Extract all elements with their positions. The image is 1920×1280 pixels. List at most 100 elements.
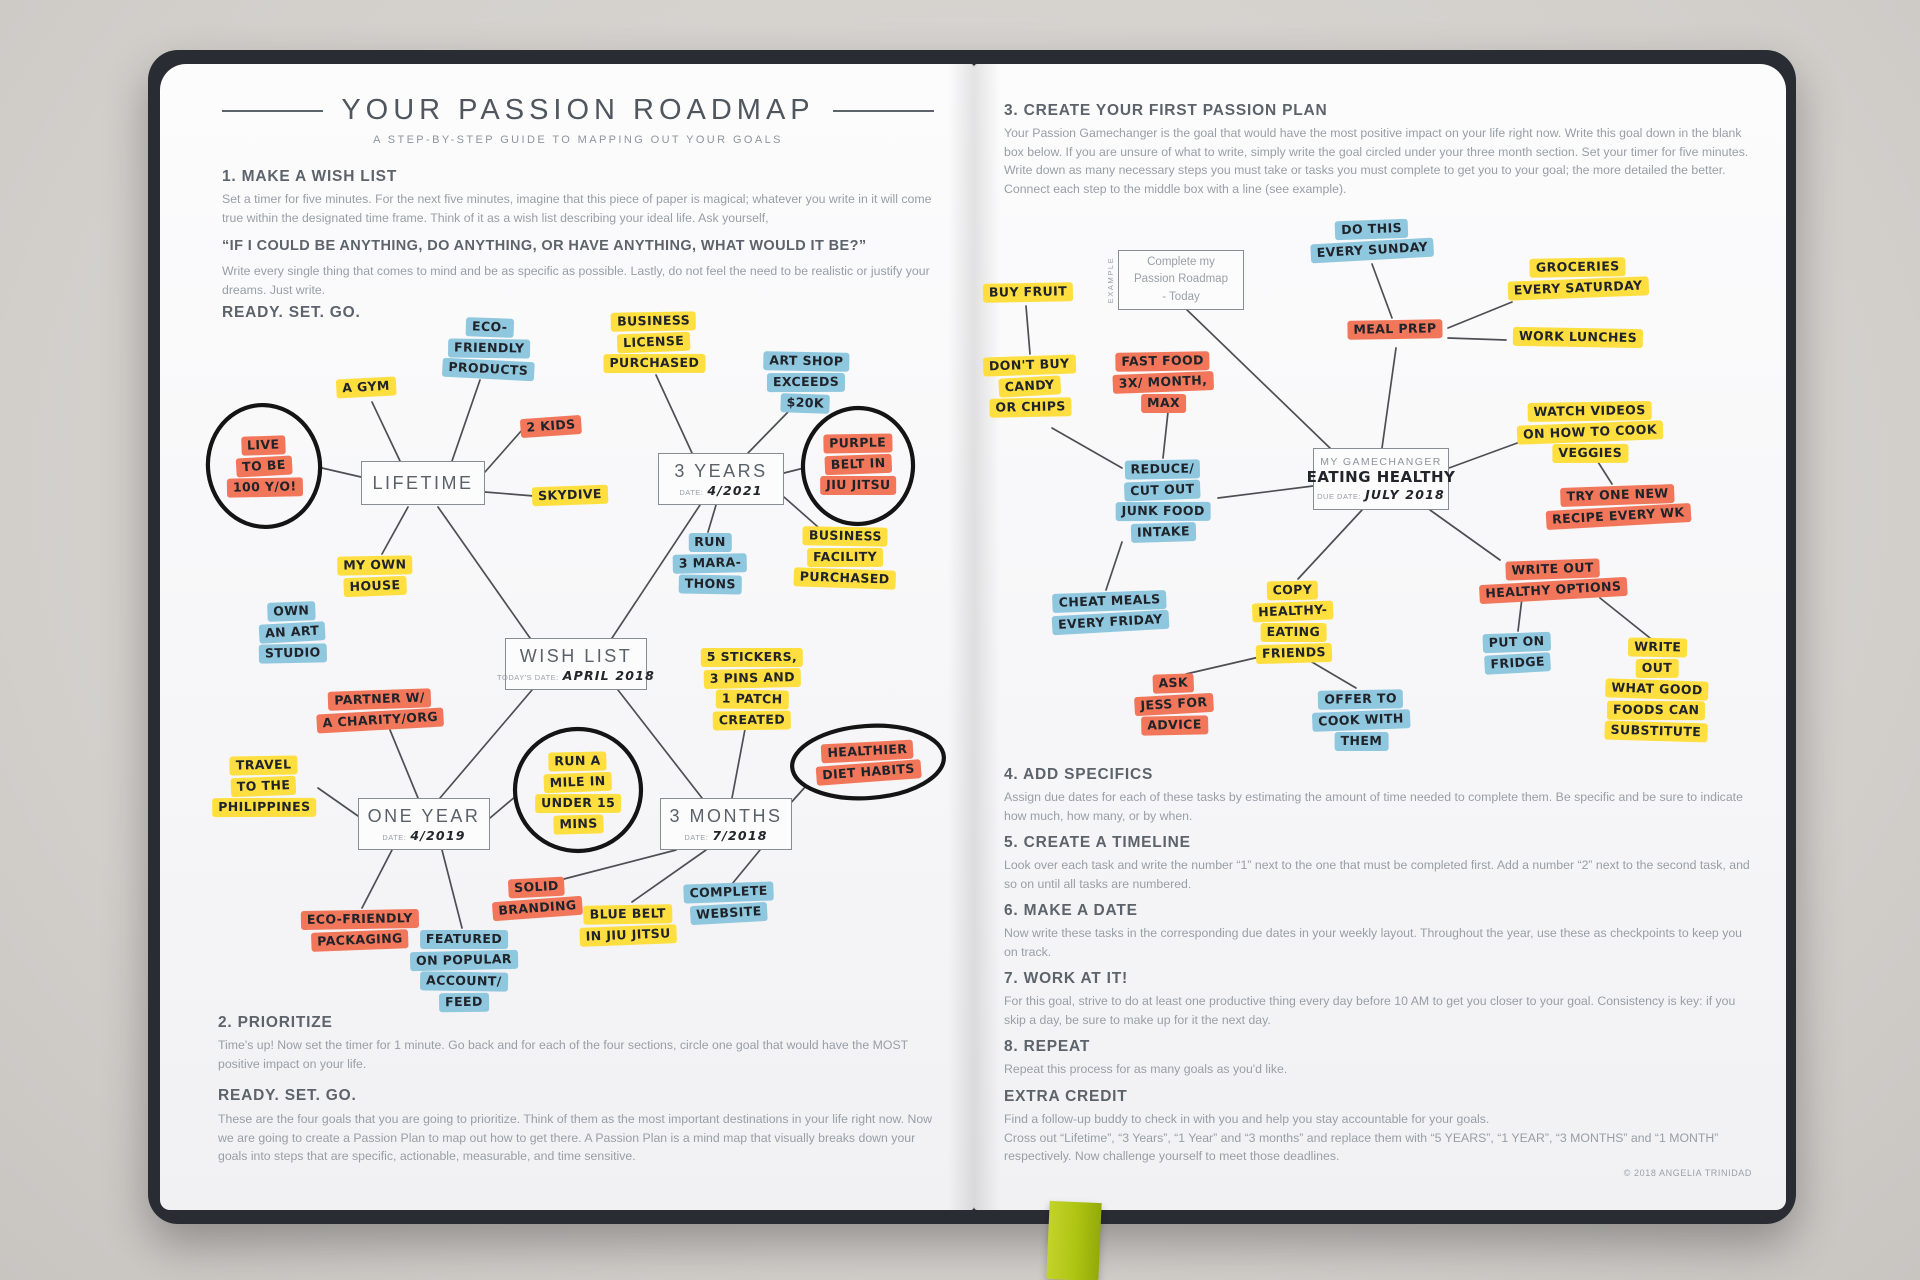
copy-healthy-friends-highlight-line: COPY: [1266, 580, 1319, 601]
art-shop-highlight-line: EXCEEDS: [766, 372, 846, 393]
copy-healthy-friends-highlight-line: HEALTHY-: [1251, 600, 1334, 623]
ask-jess-highlight-line: JESS FOR: [1134, 692, 1214, 717]
run-a-mile-highlight-line: RUN A: [548, 751, 607, 772]
title-rule-left: [222, 109, 324, 112]
section-1-ready-set-go: READY. SET. GO.: [222, 304, 361, 321]
write-out-what-foods-highlight-line: FOODS CAN: [1607, 700, 1706, 721]
section-8-heading: 8. REPEAT: [1004, 1038, 1091, 1055]
two-kids-highlight-line: 2 KIDS: [519, 414, 583, 439]
my-own-house-highlight-line: MY OWN: [337, 555, 413, 576]
page-title: YOUR PASSION ROADMAP: [341, 94, 815, 126]
run-3-marathons-highlight-line: THONS: [678, 574, 742, 595]
two-kids-label: 2 KIDS: [519, 414, 583, 439]
fast-food-max-highlight-line: 3X/ MONTH,: [1112, 371, 1214, 394]
three-years-box-date-value: 4/2021: [707, 482, 763, 498]
business-license-highlight-line: BUSINESS: [610, 311, 697, 332]
featured-account-highlight-line: FEED: [439, 992, 489, 1013]
dont-buy-candy-highlight-line: CANDY: [998, 375, 1062, 398]
do-this-every-sunday-highlight-line: EVERY SUNDAY: [1310, 237, 1435, 264]
dont-buy-candy-highlight-line: OR CHIPS: [989, 397, 1073, 418]
example-box-line: Complete my: [1147, 256, 1215, 268]
dont-buy-candy-highlight-line: DON'T BUY: [982, 354, 1076, 377]
gamechanger-box-date-value: JULY 2018: [1365, 487, 1445, 502]
section-2-heading: 2. PRIORITIZE: [218, 1014, 333, 1031]
write-out-healthy-options-highlight-line: HEALTHY OPTIONS: [1478, 576, 1628, 605]
ask-jess-highlight-line: ASK: [1152, 673, 1195, 694]
a-gym-highlight-line: A GYM: [335, 376, 397, 399]
five-stickers-highlight-line: 1 PATCH: [715, 689, 789, 710]
three-months-box-date-label: DATE:: [684, 832, 709, 842]
business-facility-highlight-line: PURCHASED: [793, 567, 896, 590]
fast-food-max-highlight-line: MAX: [1140, 393, 1186, 414]
section-5-heading: 5. CREATE A TIMELINE: [1004, 834, 1191, 851]
skydive-highlight-line: SKYDIVE: [531, 484, 609, 507]
one-year-box-date-label: DATE:: [382, 832, 407, 842]
copyright-notice: © 2018 ANGELIA TRINIDAD: [1623, 1168, 1752, 1178]
groceries-every-saturday-highlight-line: GROCERIES: [1529, 257, 1626, 278]
watch-videos-highlight-line: ON HOW TO COOK: [1516, 420, 1664, 445]
offer-to-cook-highlight-line: COOK WITH: [1311, 709, 1411, 732]
write-out-what-foods-highlight-line: OUT: [1636, 658, 1679, 679]
eco-friendly-products-highlight-line: ECO-: [465, 317, 514, 338]
groceries-every-saturday-highlight-line: EVERY SATURDAY: [1507, 276, 1649, 301]
section-3-heading: 3. CREATE YOUR FIRST PASSION PLAN: [1004, 102, 1328, 119]
section-6-paragraph: Now write these tasks in the correspondi…: [1004, 926, 1743, 959]
offer-to-cook-highlight-line: THEM: [1334, 731, 1389, 752]
featured-account-highlight-line: FEATURED: [419, 930, 509, 949]
write-out-what-foods-highlight-line: WRITE: [1628, 637, 1688, 658]
example-box-line: - Today: [1162, 290, 1200, 303]
skydive-label: SKYDIVE: [531, 484, 609, 507]
ask-jess-highlight-line: ADVICE: [1141, 715, 1209, 736]
meal-prep-highlight-line: MEAL PREP: [1347, 319, 1443, 340]
lifetime-box-title: LIFETIME: [372, 472, 474, 493]
featured-account-highlight-line: ON POPULAR: [409, 949, 519, 972]
three-months-box-date-value: 7/2018: [712, 827, 768, 843]
work-lunches-highlight-line: WORK LUNCHES: [1512, 326, 1644, 349]
eco-friendly-products-highlight-line: FRIENDLY: [447, 338, 531, 359]
reduce-junk-food-highlight-line: REDUCE/: [1124, 459, 1201, 480]
cheat-meals-highlight-line: CHEAT MEALS: [1052, 590, 1167, 613]
own-art-studio-highlight-line: STUDIO: [258, 643, 327, 664]
five-stickers-highlight-line: 3 PINS AND: [703, 667, 801, 690]
live-to-100-highlight-line: LIVE: [240, 435, 286, 456]
business-license-highlight-line: LICENSE: [617, 331, 691, 354]
section-5-paragraph: Look over each task and write the number…: [1004, 858, 1750, 891]
purple-belt-highlight-line: BELT IN: [824, 453, 892, 476]
three-years-box-title: 3 YEARS: [674, 460, 768, 481]
reduce-junk-food-highlight-line: JUNK FOOD: [1115, 501, 1211, 522]
reduce-junk-food-highlight-line: CUT OUT: [1124, 479, 1202, 502]
work-lunches-label: WORK LUNCHES: [1512, 326, 1644, 349]
partner-charity-highlight-line: PARTNER W/: [328, 688, 432, 711]
gamechanger-box-date: DUE DATE:JULY 2018: [1317, 487, 1445, 502]
eco-friendly-packaging-highlight-line: ECO-FRIENDLY: [300, 908, 419, 931]
section-7-paragraph: For this goal, strive to do at least one…: [1004, 994, 1736, 1027]
live-to-100-highlight-line: TO BE: [235, 455, 293, 478]
page-subtitle: A STEP-BY-STEP GUIDE TO MAPPING OUT YOUR…: [373, 134, 783, 146]
travel-philippines-highlight-line: TRAVEL: [229, 755, 298, 776]
lifetime-box: LIFETIME: [361, 461, 485, 505]
five-stickers-highlight-line: CREATED: [712, 710, 792, 731]
three-months-box-title: 3 MONTHS: [669, 805, 783, 826]
eco-friendly-packaging-highlight-line: PACKAGING: [311, 929, 410, 952]
gamechanger-box-date-label: DUE DATE:: [1317, 492, 1362, 501]
wish-list-box-date-value: APRIL 2018: [562, 667, 655, 683]
gamechanger-box-title: EATING HEALTHY: [1306, 468, 1456, 486]
extra-credit-paragraph: Find a follow-up buddy to check in with …: [1004, 1112, 1719, 1164]
cheat-meals-highlight-line: EVERY FRIDAY: [1051, 609, 1170, 636]
section-1-paragraph-2: Write every single thing that comes to m…: [222, 264, 930, 297]
